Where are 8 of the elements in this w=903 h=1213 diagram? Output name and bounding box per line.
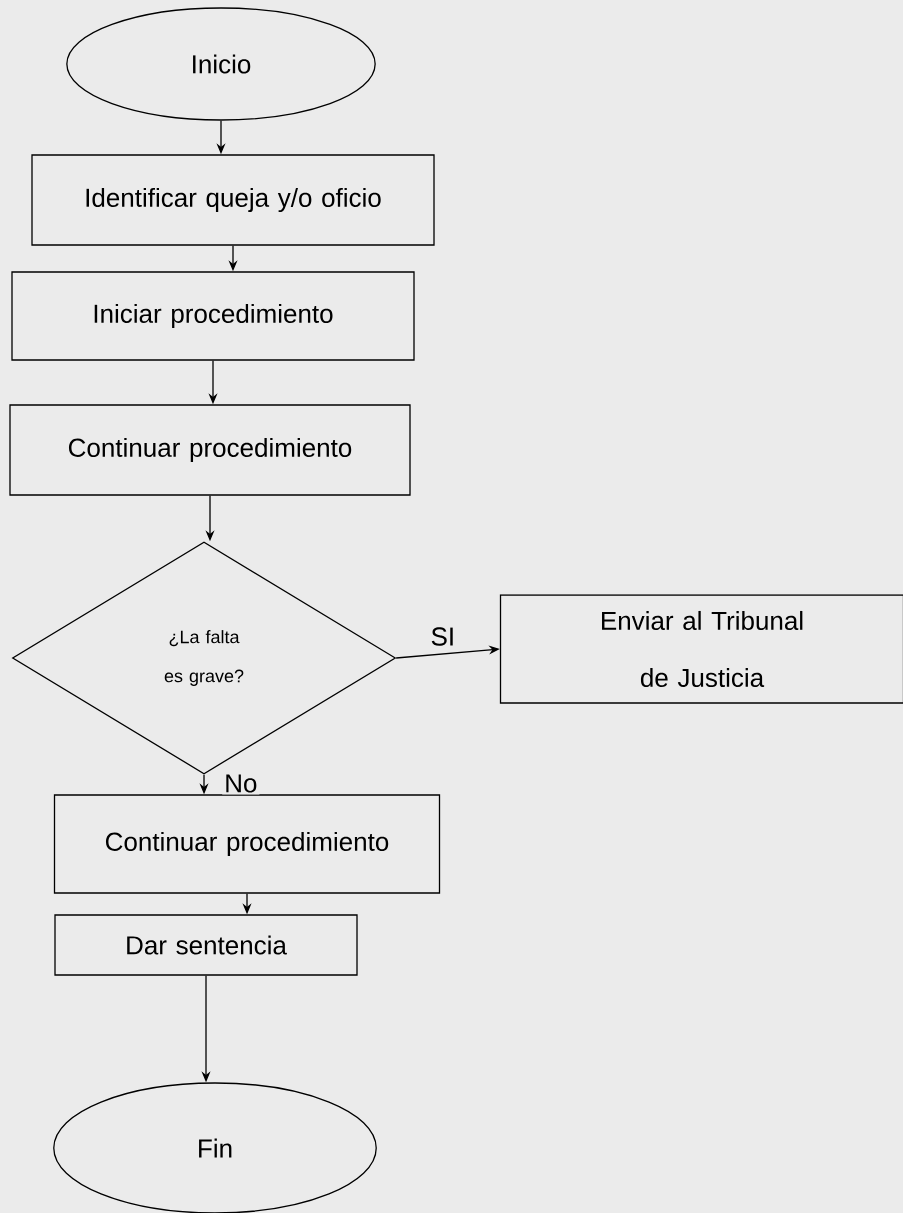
process-box: Continuar procedimiento (9, 404, 411, 496)
process-box: Iniciar procedimiento (11, 271, 415, 361)
edge-label: No (222, 772, 260, 795)
process-box: Enviar al Tribunal de Justicia (499, 594, 903, 704)
process-box: Identificar queja y/o oficio (31, 154, 435, 246)
edge-label: SI (428, 625, 458, 648)
process-box: Continuar procedimiento (53, 794, 441, 894)
process-box: Dar sentencia (54, 914, 358, 976)
